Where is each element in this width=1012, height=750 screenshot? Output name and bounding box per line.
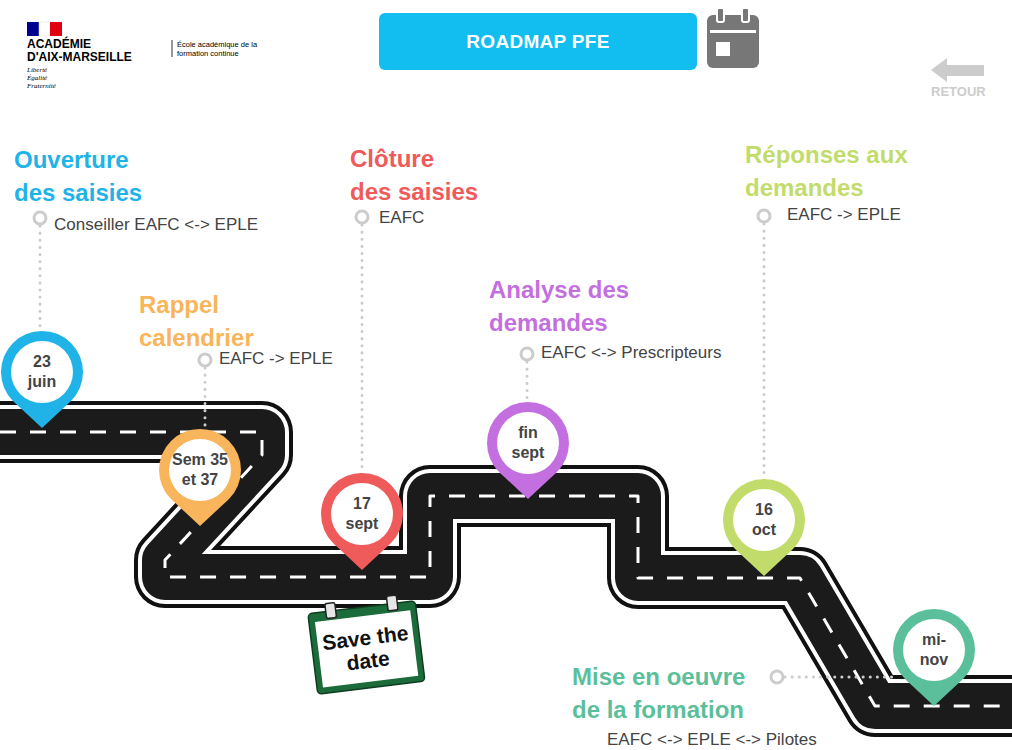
leader-dot [356,211,368,223]
milestone-title: Mise en oeuvre de la formation [572,660,767,726]
pin-face [169,439,231,501]
pin-face [11,341,73,403]
milestone-pin: 23 juin [0,330,84,430]
leader-line [204,368,207,428]
save-the-date-text: Save the date [316,620,417,677]
flag-white [39,22,50,36]
milestone-date: 23 juin [21,352,63,392]
leader-dot [34,212,46,224]
leader-dot [758,210,770,222]
milestone-date: Sem 35 et 37 [171,450,229,490]
pin-ring [159,429,241,511]
milestone-date: mi-nov [913,630,955,670]
milestone-title: Clôture des saisies [350,142,480,208]
pin-ring [1,331,83,413]
calendar-icon-ring [717,8,724,22]
milestone-title: Ouverture des saisies [14,143,154,209]
calendar-icon-band [710,30,756,33]
milestone-date: 16 oct [743,500,785,540]
flag-blue [27,22,39,36]
leader-line [763,224,766,478]
leader-dot [199,354,211,366]
milestone-date: 17 sept [341,494,383,534]
pin-ring [321,473,403,555]
calendar-icon [707,15,759,68]
leader-dot [521,348,533,360]
flag-red [50,22,62,36]
leader-line [39,226,42,332]
milestone-actors: EAFC <-> EPLE <-> Pilotes [607,730,907,750]
leader-dot [771,671,783,683]
milestone-date: fin sept [507,423,549,463]
title-banner: ROADMAP PFE [379,13,697,70]
milestone-pin: 17 sept [320,472,404,572]
calendar-icon-ring [742,8,749,22]
milestone-title: Rappel calendrier [139,288,269,354]
logo-name: ACADÉMIE D'AIX-MARSEILLE [27,38,157,64]
calendar-frame [308,601,425,695]
leader-line [361,225,364,472]
logo-motto: Liberté Égalité Fraternité [27,66,63,90]
milestone-actors: Conseiller EAFC <-> EPLE [54,215,314,235]
back-link: RETOUR [931,84,1001,99]
milestone-actors: EAFC [379,208,499,228]
pin-ring [487,402,569,484]
milestone-pin: fin sept [486,401,570,501]
word: ACADÉMIE [27,37,91,51]
pin-face [903,619,965,681]
milestone-actors: EAFC -> EPLE [219,349,419,369]
milestone-title: Analyse des demandes [489,273,689,339]
calendar-icon-day [716,42,730,56]
milestone-pin: 16 oct [722,478,806,578]
leader-line [526,362,529,402]
milestone-actors: EAFC <-> Prescripteurs [541,343,781,363]
calendar-ring [386,595,398,611]
milestone-actors: EAFC -> EPLE [787,205,987,225]
pin-face [497,412,559,474]
title: ROADMAP PFE [466,31,609,53]
save-the-date-calendar: Save the date [305,592,427,697]
logo-divider [172,40,173,57]
back-arrow [931,58,984,82]
pin-ring [723,479,805,561]
milestone-pin: Sem 35 et 37 [158,428,242,528]
calendar-ring [325,603,337,619]
logo-school: École académique de la formation continu… [177,40,273,58]
pin-ring [893,609,975,691]
calendar-page [315,610,418,687]
word: D'AIX-MARSEILLE [27,50,132,64]
pin-face [331,483,393,545]
milestone-title: Réponses aux demandes [745,138,945,204]
leader-line [785,676,892,679]
milestone-pin: mi-nov [892,608,976,708]
pin-face [733,489,795,551]
